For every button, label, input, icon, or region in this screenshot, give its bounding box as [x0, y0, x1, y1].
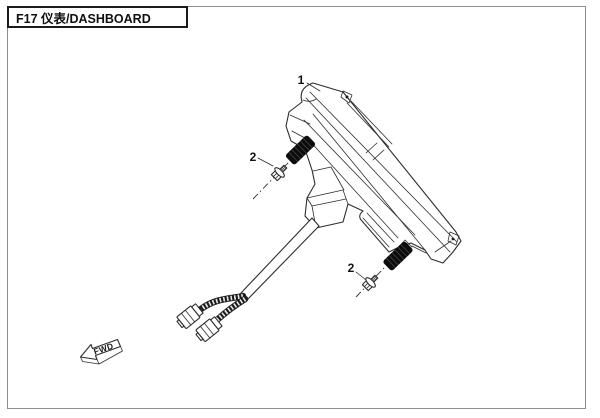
wire-bundle — [213, 295, 249, 324]
callout-2a-label: 2 — [250, 150, 257, 164]
drawing-border — [7, 6, 586, 409]
callout-1: 1 — [298, 73, 321, 92]
mounting-screw — [270, 164, 288, 182]
mount-clip — [411, 231, 460, 254]
rubber-damper — [285, 135, 316, 165]
harness-sleeve — [240, 217, 320, 301]
callout-1-label: 1 — [298, 73, 305, 87]
harness-connector — [176, 303, 204, 329]
harness-connector — [195, 316, 223, 342]
wire-harness — [176, 217, 320, 342]
dashboard-assembly — [285, 82, 462, 264]
callout-2a: 2 — [250, 150, 274, 167]
callout-2b-label: 2 — [348, 261, 355, 275]
rubber-damper — [383, 241, 413, 271]
mounting-screw — [361, 274, 379, 292]
callout-2b: 2 — [348, 261, 367, 281]
mount-neck — [306, 166, 349, 229]
title-box: F17 仪表/DASHBOARD — [7, 6, 188, 28]
fwd-arrow: FWD — [79, 338, 123, 365]
page-title: F17 仪表/DASHBOARD — [16, 11, 151, 26]
mount-clip — [340, 90, 393, 148]
fwd-label: FWD — [92, 341, 114, 357]
wire-bundle — [197, 292, 247, 313]
